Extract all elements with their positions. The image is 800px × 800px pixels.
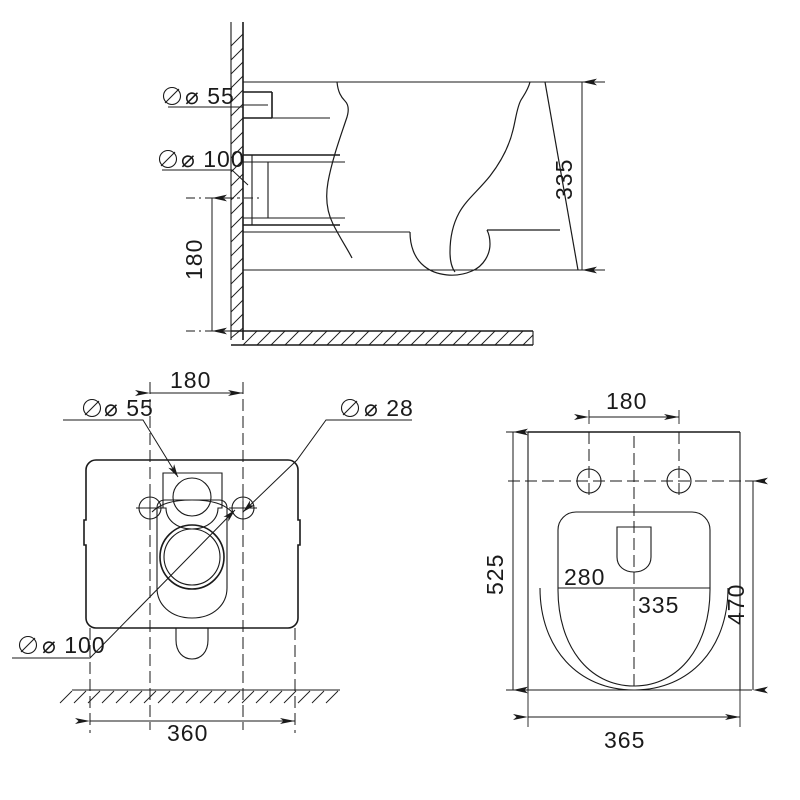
diameter-icon <box>158 149 178 169</box>
dim-180-side: 180 <box>181 194 238 335</box>
floor-hatching <box>242 330 534 346</box>
dim-label-180-front: 180 <box>606 388 647 414</box>
plan-fixing-hole-right <box>229 494 257 522</box>
dim-365-front: 365 <box>513 690 741 753</box>
plan-bottom-tab <box>175 628 209 660</box>
dim-label-365-front: 365 <box>604 727 645 753</box>
dim-label-525-front: 525 <box>482 554 508 595</box>
plan-ground-hatching <box>59 690 339 704</box>
front-fixing-hole-left <box>576 468 602 494</box>
dim-label-180-side: 180 <box>181 239 207 280</box>
toilet-pan-profile <box>326 81 579 276</box>
dim-label-280-front: 280 <box>564 564 605 590</box>
flush-inlet-spigot <box>243 91 330 119</box>
waste-outlet-spigot <box>206 154 410 233</box>
dim-dia28-plan: ⌀ 28 <box>242 395 414 513</box>
wall-hatching <box>230 33 244 339</box>
plan-flush-housing <box>162 472 223 530</box>
dim-label-dia28-plan: ⌀ 28 <box>364 395 414 421</box>
wall-structure <box>230 22 244 340</box>
dim-dia100-plan: ⌀ 100 <box>12 509 236 659</box>
dim-180-front: 180 <box>574 388 680 424</box>
dim-label-470-front: 470 <box>723 584 749 625</box>
dim-label-335-side: 335 <box>551 159 577 200</box>
plan-fixing-hole-left <box>136 494 164 522</box>
dim-180-plan: 180 <box>135 367 243 396</box>
front-bowl-outer-curve <box>539 587 729 691</box>
plan-dia100-circle-outer <box>159 524 225 590</box>
front-fixing-hole-right <box>666 468 692 494</box>
dim-525-front: 525 <box>482 428 533 694</box>
dim-360-plan: 360 <box>75 628 296 746</box>
front-flush-tab <box>616 526 652 573</box>
diameter-icon <box>162 86 182 106</box>
dim-label-dia100-plan: ⌀ 100 <box>42 632 106 658</box>
plan-inner-top-curve <box>151 499 233 513</box>
front-view: 180 525 470 280 335 365 <box>482 388 768 753</box>
dim-335-side: 335 <box>545 78 605 274</box>
dim-dia55-side: ⌀ 55 <box>162 83 243 109</box>
diameter-icon <box>340 398 360 418</box>
dim-dia55-plan: ⌀ 55 <box>63 395 179 478</box>
plan-outer-body <box>83 459 301 629</box>
front-bowl-outline <box>557 511 711 687</box>
dim-label-dia55-side: ⌀ 55 <box>185 83 235 109</box>
dim-label-dia100-side: ⌀ 100 <box>181 146 245 172</box>
diameter-icon <box>18 635 38 655</box>
plan-inner-body <box>156 499 228 619</box>
diameter-icon <box>82 398 102 418</box>
plan-dia100-circle-inner <box>163 528 221 586</box>
dim-label-dia55-plan: ⌀ 55 <box>104 395 154 421</box>
plan-dia55-circle <box>172 477 212 517</box>
dim-dia100-side: ⌀ 100 <box>158 146 249 186</box>
floor-structure <box>231 330 534 346</box>
dim-label-180-plan: 180 <box>170 367 211 393</box>
plan-ground-line <box>59 689 340 704</box>
dim-label-335-front: 335 <box>638 592 679 618</box>
side-section-view: ⌀ 55 ⌀ 100 180 335 <box>158 22 605 346</box>
dim-label-360-plan: 360 <box>167 720 208 746</box>
plan-view: 180 ⌀ 55 ⌀ 28 ⌀ 1 <box>12 367 414 746</box>
dim-470-front: 470 <box>723 477 768 694</box>
